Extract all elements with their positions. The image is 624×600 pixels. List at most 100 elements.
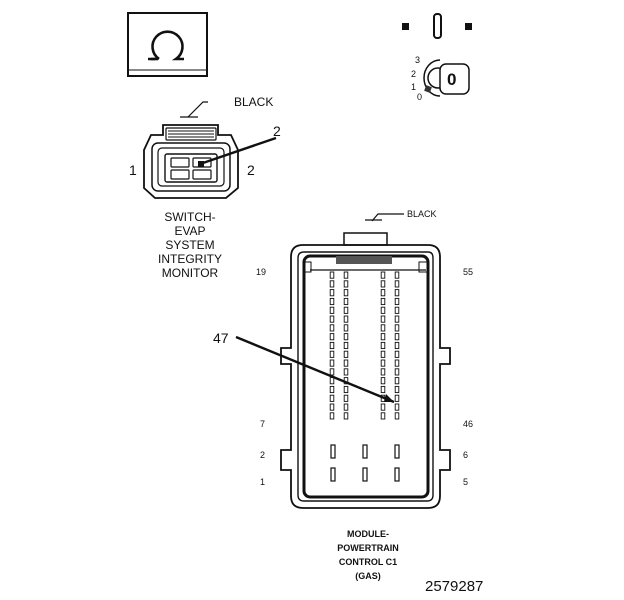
pcm-pin-7: 7	[260, 419, 266, 429]
pin-cavity	[380, 368, 386, 376]
pin-cavity-large	[394, 444, 400, 459]
pin-cavity	[329, 368, 335, 376]
switch-title-line: EVAP	[174, 224, 206, 238]
pin-cavity	[329, 306, 335, 314]
ignition-position-0: 0	[417, 92, 423, 102]
evap-switch-connector	[143, 101, 277, 199]
pin-cavity	[343, 394, 349, 402]
pin-cavity	[394, 324, 400, 332]
pcm-pin-46: 46	[463, 419, 474, 429]
pin-cavity	[380, 306, 386, 314]
pcm-pin-6: 6	[463, 450, 469, 460]
switch-title-line: INTEGRITY	[157, 252, 222, 266]
pin-cavity	[343, 350, 349, 358]
pcm-pin-callout: 47	[213, 330, 229, 346]
pin-cavity	[329, 359, 335, 367]
ignition-position-2: 2	[411, 69, 417, 79]
pin-cavity	[394, 368, 400, 376]
pin-cavity	[394, 412, 400, 420]
pin-cavity	[343, 297, 349, 306]
pin-cavity-large	[362, 444, 368, 459]
pin-cavity	[329, 324, 335, 332]
pcm-color-label: BLACK	[407, 209, 437, 219]
pin-cavity	[380, 341, 386, 350]
pin-cavity	[394, 306, 400, 314]
pin-cavity	[329, 271, 335, 279]
pin-cavity	[329, 289, 335, 297]
pin-cavity	[343, 289, 349, 297]
pin-cavity-large	[330, 444, 336, 459]
switch-title-line: MONITOR	[161, 266, 219, 280]
pin-cavity-large	[394, 467, 400, 482]
switch-title-line: SYSTEM	[165, 238, 215, 252]
pin-cavity-columns	[329, 271, 400, 420]
pin-cavity	[329, 350, 335, 358]
pin-cavity	[380, 385, 386, 394]
pcm-title-line: MODULE-	[347, 529, 389, 539]
pin-cavity	[329, 280, 335, 288]
pin-cavity	[343, 368, 349, 376]
figure-number: 2579287	[425, 578, 484, 595]
pin-cavity	[380, 315, 386, 323]
pcm-pin-55: 55	[463, 267, 474, 277]
pin-cavity	[380, 324, 386, 332]
pin-cavity	[380, 333, 386, 341]
pin-cavity	[380, 359, 386, 367]
pin-cavity	[329, 412, 335, 420]
ohmmeter-icon	[127, 12, 208, 77]
pin-cavity	[329, 315, 335, 323]
pcm-title-line: (GAS)	[355, 571, 381, 581]
pin-cavity	[380, 271, 386, 279]
pin-cavity	[329, 377, 335, 385]
pin-cavity	[343, 271, 349, 279]
ignition-switch-icon	[402, 13, 472, 97]
pcm-pin-2: 2	[260, 450, 266, 460]
pin-cavity	[394, 315, 400, 323]
pcm-c1-connector	[235, 213, 451, 509]
pin-cavity	[343, 280, 349, 288]
pcm-pin-19: 19	[256, 267, 267, 277]
pin-cavity	[380, 297, 386, 306]
pcm-title-line: CONTROL C1	[338, 557, 398, 567]
pin-cavity	[329, 385, 335, 394]
pin-cavity	[343, 333, 349, 341]
pin-cavity	[343, 412, 349, 420]
pin-cavity	[343, 359, 349, 367]
pin-cavity	[343, 306, 349, 314]
switch-title-line: SWITCH-	[164, 210, 216, 224]
pin-cavity	[329, 403, 335, 411]
switch-title: SWITCH- EVAP SYSTEM INTEGRITY MONITOR	[150, 210, 230, 280]
pin-cavity	[394, 333, 400, 341]
ignition-key-label: 0	[447, 70, 457, 89]
pin-cavity	[394, 289, 400, 297]
switch-pin-callout: 2	[273, 123, 281, 139]
switch-right-pin: 2	[247, 162, 255, 178]
ignition-position-1: 1	[411, 82, 417, 92]
pcm-title: MODULE- POWERTRAIN CONTROL C1 (GAS)	[318, 527, 418, 583]
pin-cavity	[394, 385, 400, 394]
pin-cavity	[343, 403, 349, 411]
pin-cavity	[343, 324, 349, 332]
pin-cavity-large	[330, 467, 336, 482]
pcm-pin-1: 1	[260, 477, 266, 487]
pin-cavity	[329, 341, 335, 350]
pin-cavity	[329, 394, 335, 402]
switch-left-pin: 1	[129, 162, 137, 178]
pin-cavity	[380, 289, 386, 297]
pin-cavity	[394, 377, 400, 385]
pin-cavity	[380, 403, 386, 411]
pin-cavity	[343, 315, 349, 323]
pin-cavity-large	[362, 467, 368, 482]
pin-cavity	[394, 297, 400, 306]
switch-color-label: BLACK	[234, 95, 274, 109]
pin-cavity	[380, 377, 386, 385]
pin-cavity	[380, 412, 386, 420]
ignition-position-3: 3	[415, 55, 421, 65]
pin-cavity-bottom	[330, 444, 400, 482]
pin-cavity	[380, 350, 386, 358]
pcm-title-line: POWERTRAIN	[337, 543, 399, 553]
pin-cavity	[343, 341, 349, 350]
pin-cavity	[394, 394, 400, 402]
